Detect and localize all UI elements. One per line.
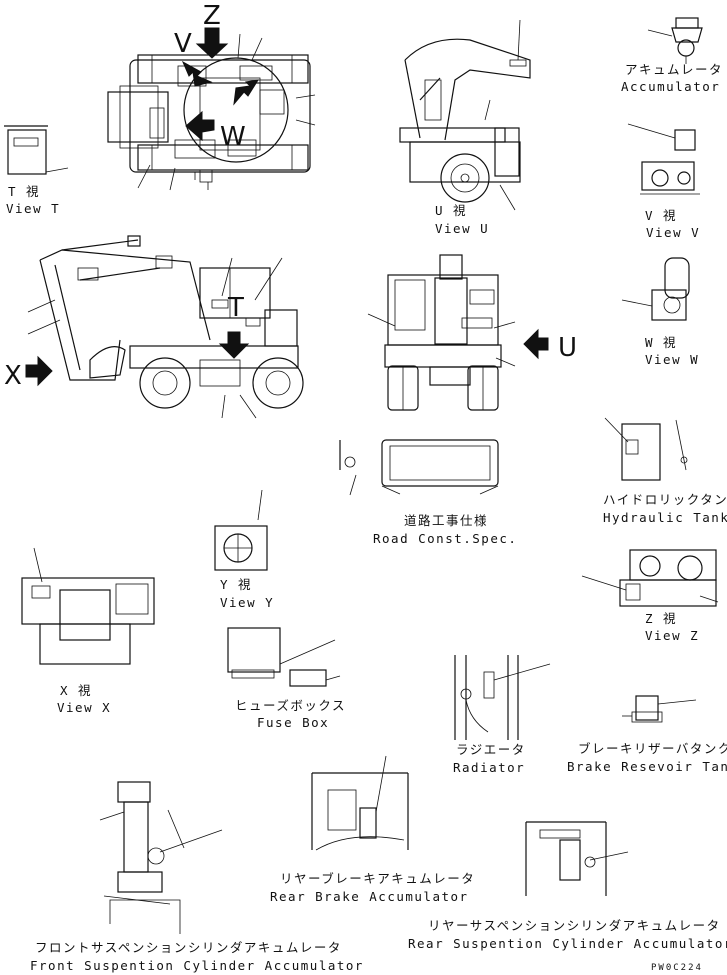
view-v-en: View V: [646, 225, 700, 240]
rear-brake-acc-en: Rear Brake Accumulator: [270, 889, 469, 904]
road-const-drawing: [339, 439, 499, 496]
rear-brake-acc-jp: リヤーブレーキアキュムレータ: [280, 871, 475, 886]
front-susp-acc-en: Front Suspention Cylinder Accumulator: [30, 958, 364, 973]
front-susp-acc-drawing: [99, 781, 223, 934]
view-t-drawing: [4, 125, 69, 175]
view-x-en: View X: [57, 700, 111, 715]
road-const-jp: 道路工事仕様: [404, 513, 488, 528]
view-z-jp: Z 視: [645, 611, 677, 626]
letter-v: V: [174, 29, 192, 59]
drawing-code: PW0C224: [651, 963, 703, 973]
machine-top-view: [107, 27, 316, 191]
hydraulic-tank-jp: ハイドロリックタンク: [603, 492, 727, 507]
view-z-en: View Z: [645, 628, 699, 643]
fuse-box-drawing: [227, 627, 341, 687]
letter-w: W: [220, 122, 246, 152]
view-w-en: View W: [645, 352, 699, 367]
view-y-drawing: [214, 489, 268, 571]
view-w-jp: W 視: [645, 335, 677, 350]
view-v-jp: V 視: [645, 208, 677, 223]
fuse-box-en: Fuse Box: [257, 715, 329, 730]
brake-reservoir-en: Brake Resevoir Tank: [567, 759, 727, 774]
rear-susp-acc-jp: リヤーサスペンションシリンダアキュムレータ: [428, 918, 721, 933]
rear-susp-acc-en: Rear Suspention Cylinder Accumulator: [408, 936, 727, 951]
hydraulic-tank-en: Hydraulic Tank: [603, 510, 727, 525]
accumulator-drawing: [647, 17, 703, 64]
hydraulic-tank-drawing: [604, 417, 688, 481]
accumulator-jp: アキュムレータ: [625, 62, 723, 77]
view-t-en: View T: [6, 201, 60, 216]
letter-x: X: [4, 361, 22, 391]
view-t-jp: T 視: [8, 184, 40, 199]
radiator-en: Radiator: [453, 760, 525, 775]
fuse-box-jp: ヒューズボックス: [235, 698, 346, 713]
radiator-jp: ラジエータ: [456, 742, 526, 757]
view-v-drawing: [627, 123, 700, 195]
view-u-drawing: [399, 19, 531, 211]
road-const-en: Road Const.Spec.: [373, 531, 517, 546]
view-x-jp: X 視: [60, 683, 92, 698]
view-u-jp: U 視: [435, 203, 467, 218]
accumulator-en: Accumulator: [621, 79, 720, 94]
rear-brake-acc-drawing: [311, 755, 409, 851]
letter-t: T: [227, 293, 244, 323]
machine-front-view: [367, 254, 549, 411]
view-y-en: View Y: [220, 595, 274, 610]
machine-side-view: [25, 235, 304, 419]
radiator-drawing: [454, 655, 551, 740]
view-y-jp: Y 視: [220, 577, 252, 592]
brake-reservoir-jp: ブレーキリザーバタンク: [578, 741, 727, 756]
view-w-drawing: [621, 257, 690, 321]
view-u-en: View U: [435, 221, 489, 236]
view-z-drawing: [581, 549, 719, 607]
letter-u: U: [558, 333, 577, 363]
rear-susp-acc-drawing: [525, 821, 629, 896]
view-x-drawing: [21, 547, 155, 665]
brake-reservoir-drawing: [622, 695, 697, 723]
letter-z: Z: [203, 1, 221, 31]
front-susp-acc-jp: フロントサスペンションシリンダアキュムレータ: [35, 940, 342, 955]
